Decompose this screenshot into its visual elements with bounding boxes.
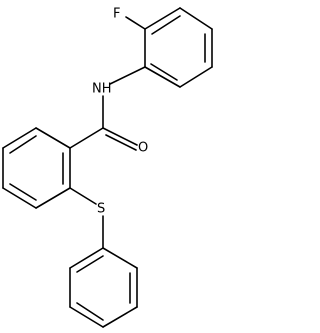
aryl-nh-bond [109,66,146,85]
phenyl-ring [69,247,138,328]
sulfur-label: S [97,202,105,217]
carbonyl-oxygen-label: O [138,141,148,156]
c-f-bond [125,16,146,30]
fluorine-label: F [113,7,120,22]
fluorophenyl-ring [144,7,213,88]
aryl-s-bond [69,187,97,205]
molecule-structure: F NH O S [2,7,213,328]
benzamide-ring [2,127,104,209]
carbonyl-double-bond [102,127,138,151]
amide-nitrogen-label: NH [92,82,112,97]
